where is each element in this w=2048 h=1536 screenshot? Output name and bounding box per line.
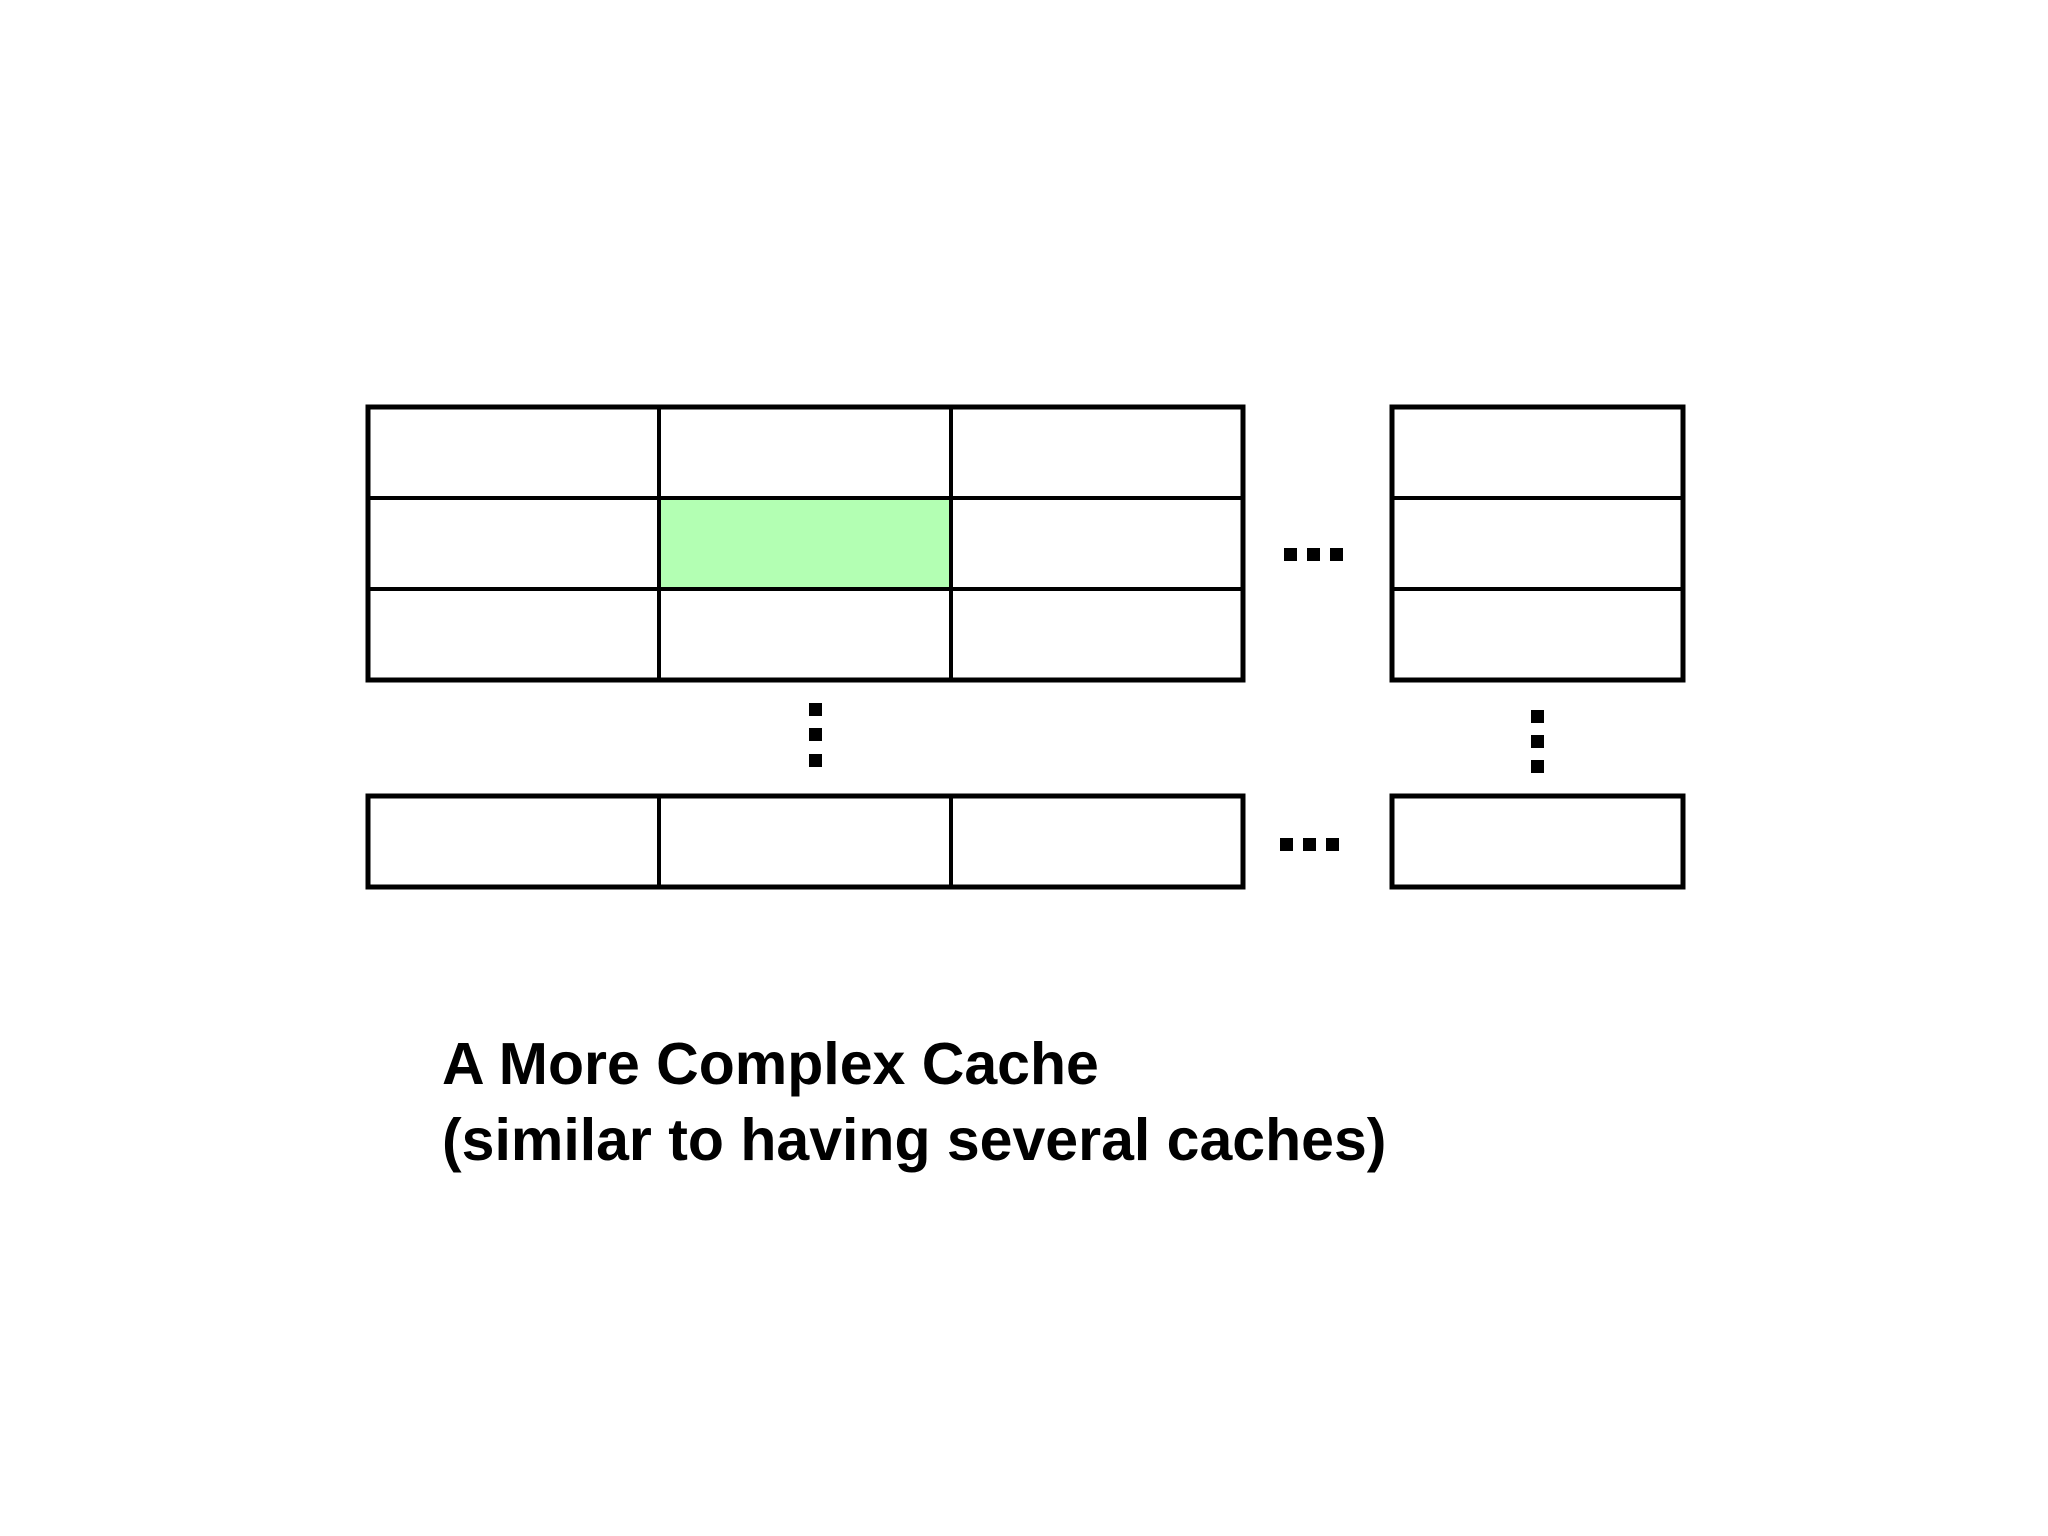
cache-line (949, 405, 1245, 500)
vertical-ellipsis-dot (809, 703, 822, 716)
bank-border (1389, 404, 1686, 683)
vertical-ellipsis-dot (1531, 760, 1544, 773)
cache-line (1390, 587, 1685, 682)
cache-grid (365, 404, 1686, 890)
caption-title: A More Complex Cache (442, 1031, 1099, 1097)
horizontal-ellipsis-dot (1307, 548, 1320, 561)
cache-line (949, 794, 1245, 889)
cache-line (366, 405, 661, 500)
cache-line (949, 587, 1245, 682)
bank-border (365, 404, 1246, 683)
vertical-ellipsis-dot (809, 754, 822, 767)
horizontal-ellipsis-dot (1326, 838, 1339, 851)
horizontal-ellipsis-dot (1284, 548, 1297, 561)
horizontal-ellipsis-dot (1330, 548, 1343, 561)
bank-border (365, 793, 1246, 890)
cache-line (657, 794, 953, 889)
ellipsis-marks (809, 548, 1544, 851)
horizontal-ellipsis-dot (1280, 838, 1293, 851)
cache-line-highlighted (657, 496, 953, 591)
vertical-ellipsis-dot (809, 728, 822, 741)
cache-line (657, 587, 953, 682)
vertical-ellipsis-dot (1531, 710, 1544, 723)
cache-line (1390, 794, 1685, 889)
cache-line (949, 496, 1245, 591)
cache-line (366, 587, 661, 682)
caption-subtitle: (similar to having several caches) (442, 1107, 1387, 1173)
cache-line (366, 794, 661, 889)
cache-line (657, 405, 953, 500)
diagram-caption: A More Complex Cache (similar to having … (442, 1026, 1386, 1178)
vertical-ellipsis-dot (1531, 735, 1544, 748)
cache-line (366, 496, 661, 591)
cache-line (1390, 496, 1685, 591)
horizontal-ellipsis-dot (1303, 838, 1316, 851)
cache-line (1390, 405, 1685, 500)
bank-border (1389, 793, 1686, 890)
